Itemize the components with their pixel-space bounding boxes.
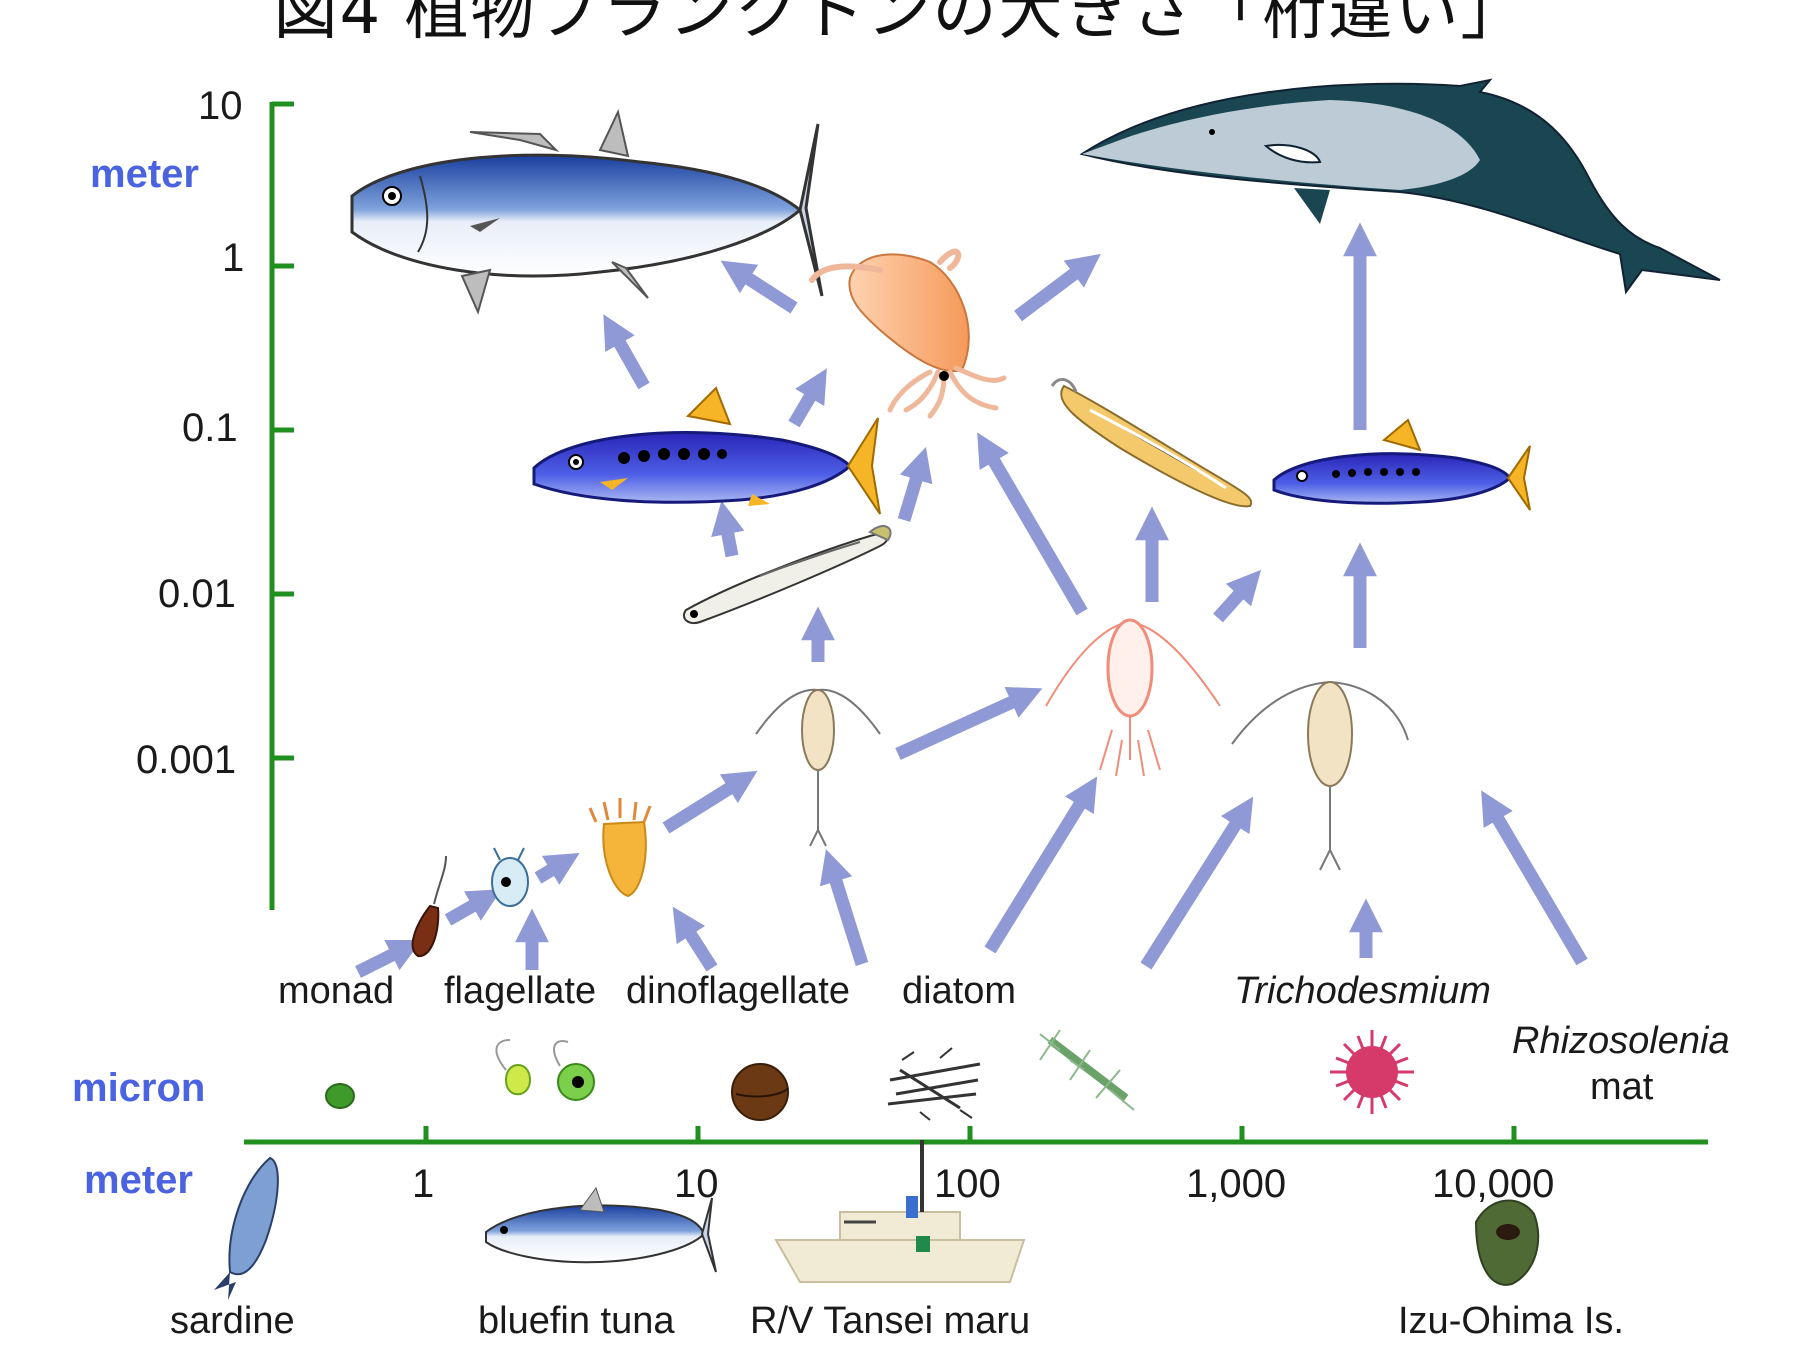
- monad-cell-small-icon: [325, 1083, 355, 1109]
- arrow-flagellate-to-ciliate-2: [534, 853, 580, 885]
- label-diatom: diatom: [902, 970, 1017, 1012]
- figure-title: 図4 植物プランクトンの大きさ「桁違い」: [273, 0, 1527, 49]
- arrow-larva-to-squid: [897, 447, 933, 522]
- arrow-squid-to-whale: [1014, 253, 1101, 322]
- monad-cell-icon: [411, 855, 447, 958]
- bottom-tick-10000: 10,000: [1432, 1162, 1555, 1206]
- squid-icon: [809, 248, 1007, 419]
- arrow-diatom-to-krill: [984, 776, 1098, 954]
- bottom-tick-100: 100: [934, 1162, 1001, 1206]
- diatom-chain-icon: [887, 1047, 981, 1121]
- dinoflagellate-cell-icon: [731, 1063, 789, 1121]
- whale-icon: [1079, 78, 1721, 295]
- arrow-diatom-to-copepod: [819, 849, 869, 966]
- left-tick-0-1: 0.1: [182, 406, 238, 450]
- fish-icon-right: [1272, 418, 1531, 511]
- label-flagellate: flagellate: [444, 970, 597, 1012]
- arrow-dinoflagellate-to-ciliate: [672, 906, 718, 972]
- flagellate-cell-pair-icon: [495, 1039, 595, 1101]
- bottom-size-axis: [244, 1126, 1708, 1145]
- left-tick-0-001: 0.001: [136, 738, 237, 782]
- copepod-icon-2: [1045, 618, 1221, 777]
- arrow-fish-to-squid: [788, 368, 827, 428]
- label-sardine: sardine: [170, 1300, 295, 1342]
- copepod-icon-1: [755, 688, 881, 847]
- arrow-flagellate-to-ciliate: [444, 889, 502, 926]
- bottom-tick-1: 1: [412, 1162, 435, 1206]
- left-axis-unit: meter: [90, 152, 199, 196]
- label-island: Izu-Ohima Is.: [1398, 1300, 1624, 1342]
- arrow-ciliate-to-copepod: [662, 770, 758, 834]
- arrow-copepod-to-krill: [895, 687, 1043, 760]
- salp-icon: [1050, 377, 1253, 508]
- island-icon: [1474, 1199, 1540, 1286]
- copepod-icon-3: [1231, 680, 1409, 871]
- label-rhizosolenia-mat: mat: [1590, 1066, 1654, 1108]
- ship-icon: [774, 1140, 1026, 1283]
- arrow-trichodesmium-to-copepod: [1140, 796, 1254, 970]
- arrow-monad-to-flagellate: [355, 939, 423, 978]
- label-ship: R/V Tansei maru: [750, 1300, 1031, 1342]
- feeding-arrows: [355, 222, 1588, 978]
- label-bluefin-tuna: bluefin tuna: [478, 1300, 675, 1342]
- bottom-tick-10: 10: [674, 1162, 719, 1206]
- larval-fish-icon: [682, 525, 892, 624]
- tuna-icon: [350, 108, 824, 315]
- ciliate-icon: [588, 798, 652, 898]
- fish-icon: [532, 386, 881, 515]
- tuna-small-icon: [485, 1186, 717, 1273]
- trichodesmium-colony-icon: [1330, 1030, 1414, 1114]
- arrow-larva-to-fish: [711, 500, 745, 558]
- flagellate-cell-icon: [491, 847, 529, 907]
- sardine-icon: [214, 1156, 279, 1300]
- arrow-krill-to-squid: [977, 432, 1088, 616]
- diatom-chain-green-icon: [1039, 1029, 1135, 1111]
- label-dinoflagellate: dinoflagellate: [626, 970, 850, 1012]
- bottom-tick-1000: 1,000: [1186, 1162, 1287, 1206]
- left-tick-1: 1: [222, 236, 245, 280]
- label-trichodesmium: Trichodesmium: [1234, 970, 1491, 1012]
- bottom-axis-unit-meter: meter: [84, 1158, 193, 1202]
- arrow-krill-to-fish: [1213, 569, 1262, 623]
- label-rhizosolenia: Rhizosolenia: [1512, 1020, 1730, 1062]
- arrow-rhizosolenia-to-copepod: [1481, 790, 1588, 966]
- arrow-squid-to-tuna: [720, 260, 798, 314]
- left-tick-10: 10: [198, 84, 243, 128]
- label-monad: monad: [278, 970, 395, 1012]
- arrow-fish-to-tuna: [603, 314, 650, 390]
- left-tick-0-01: 0.01: [158, 572, 236, 616]
- left-size-axis: [269, 101, 294, 910]
- bottom-axis-unit-micron: micron: [72, 1066, 206, 1110]
